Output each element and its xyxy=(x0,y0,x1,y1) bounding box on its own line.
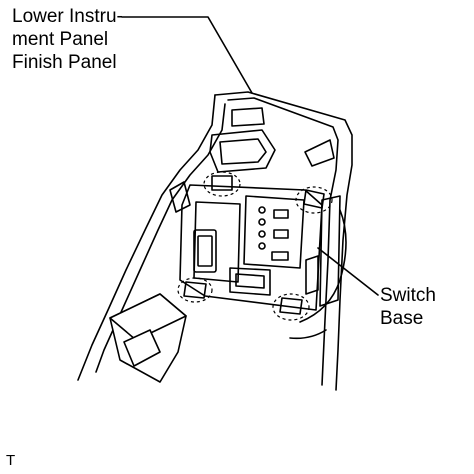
panel-label-line-1: Lower Instru- xyxy=(12,6,123,27)
upper-tab xyxy=(304,139,335,167)
finish-panel-outline xyxy=(214,91,353,391)
clip-top-left xyxy=(211,175,233,191)
clip-bottom-left xyxy=(183,281,207,299)
left-rail xyxy=(169,181,191,213)
finish-panel-inner-edge xyxy=(227,97,339,386)
figure-code: T xyxy=(6,452,16,469)
panel-label-line-2: ment Panel xyxy=(12,29,109,50)
clip-marker-bottom-left xyxy=(177,277,213,303)
switch-label-line-1: Switch xyxy=(380,285,436,306)
switch-label-line-2: Base xyxy=(380,308,424,329)
right-rail xyxy=(319,195,341,307)
clip-marker-bottom-right xyxy=(272,293,310,321)
switch-base-face xyxy=(243,195,305,269)
switch-button-left xyxy=(193,229,217,273)
clip-top-right xyxy=(303,189,325,209)
panel-label-line-3: Finish Panel xyxy=(12,52,117,73)
switch-base-label: Switch Base xyxy=(380,284,436,330)
clip-marker-top-left xyxy=(203,171,241,197)
lower-instrument-panel-label: Lower Instru- ment Panel Finish Panel xyxy=(12,5,123,74)
clip-marker-top-right xyxy=(295,186,333,214)
clip-bottom-right xyxy=(279,297,303,315)
panel-leader-line xyxy=(121,16,253,94)
trim-piece-window xyxy=(123,329,161,367)
upper-boss xyxy=(209,129,276,173)
finish-panel-left-edge xyxy=(77,94,216,381)
switch-base-body xyxy=(179,184,323,311)
lower-panel-curve xyxy=(299,209,347,323)
switch-button-bottom xyxy=(229,267,271,296)
indicator-dot xyxy=(258,206,266,214)
